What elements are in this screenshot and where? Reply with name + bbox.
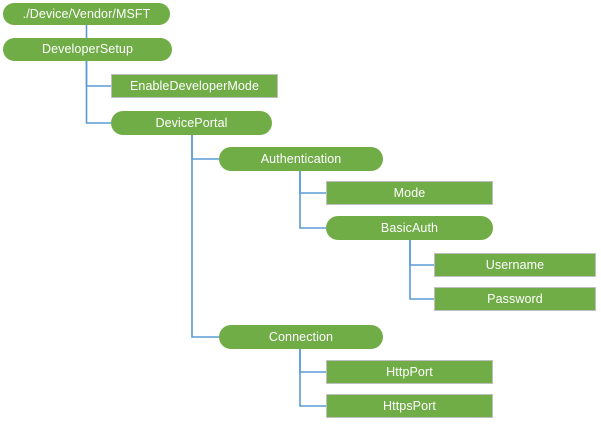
tree-node-basicauth[interactable]: BasicAuth — [326, 216, 493, 240]
connector-developersetup-to-enabledevelopermode — [85, 61, 111, 87]
tree-node-label-username: Username — [485, 257, 545, 272]
connector-basicauth-to-username — [409, 240, 434, 266]
connector-authentication-to-basicauth — [299, 171, 326, 229]
tree-node-httpsport[interactable]: HttpsPort — [326, 394, 493, 418]
tree-node-label-developersetup: DeveloperSetup — [41, 42, 134, 57]
connector-deviceportal-to-connection — [191, 135, 219, 338]
connector-connection-to-httpsport — [299, 349, 326, 407]
connector-connection-to-httpport — [299, 349, 326, 373]
tree-node-label-basicauth: BasicAuth — [380, 220, 439, 235]
connector-basicauth-to-password — [409, 240, 434, 300]
tree-node-label-enabledevelopermode: EnableDeveloperMode — [129, 78, 260, 93]
tree-node-enabledevelopermode[interactable]: EnableDeveloperMode — [111, 74, 278, 98]
tree-node-label-httpport: HttpPort — [386, 364, 433, 379]
tree-node-label-httpsport: HttpsPort — [383, 398, 436, 413]
connector-group — [85, 25, 434, 407]
connector-authentication-to-mode — [299, 171, 326, 194]
tree-node-authentication[interactable]: Authentication — [219, 147, 383, 171]
tree-node-httpport[interactable]: HttpPort — [326, 360, 493, 384]
tree-node-mode[interactable]: Mode — [326, 181, 493, 205]
tree-node-label-password: Password — [487, 291, 543, 306]
tree-node-root[interactable]: ./Device/Vendor/MSFT — [3, 3, 170, 25]
tree-node-label-deviceportal: DevicePortal — [155, 115, 228, 130]
tree-node-label-mode: Mode — [393, 185, 426, 200]
connector-deviceportal-to-authentication — [191, 135, 219, 160]
tree-node-connection[interactable]: Connection — [219, 325, 383, 349]
tree-node-username[interactable]: Username — [434, 253, 596, 277]
tree-node-label-root: ./Device/Vendor/MSFT — [22, 6, 151, 21]
tree-node-deviceportal[interactable]: DevicePortal — [111, 111, 272, 135]
tree-node-developersetup[interactable]: DeveloperSetup — [3, 38, 172, 61]
tree-node-password[interactable]: Password — [434, 287, 596, 311]
tree-node-label-connection: Connection — [268, 329, 334, 344]
connector-developersetup-to-deviceportal — [85, 61, 111, 124]
tree-node-label-authentication: Authentication — [260, 151, 342, 166]
